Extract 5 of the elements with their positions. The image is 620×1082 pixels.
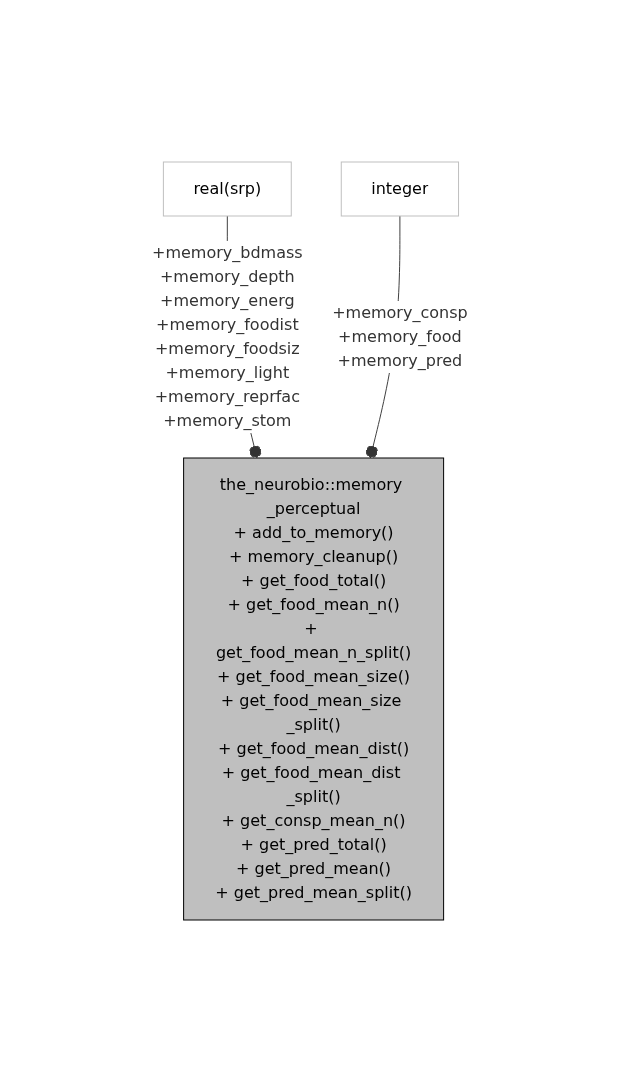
node-box: integer <box>340 161 460 217</box>
node-box: real(srp) <box>163 161 292 217</box>
edge-label: +memory_bdmass +memory_depth +memory_energ +memory_foodist +memory_foodsiz +memory_light +memory_reprfac +memory_stom <box>152 243 303 430</box>
edge-label: +memory_consp +memory_food +memory_pred <box>332 303 468 370</box>
node-box: the_neurobio::memory _perceptual + add_to_memory() + memory_cleanup() + get_food_total() + get_food_mean_n() + get_food_mean_n_split() + get_food_mean_size() + get_food_mean_size _split() + get_food_mean_dist() + get_food_mean_dist _split() + get_consp_mean_n() + get_pred_total() + get_pred_mean() + get_pred_mean_split() <box>183 457 445 921</box>
